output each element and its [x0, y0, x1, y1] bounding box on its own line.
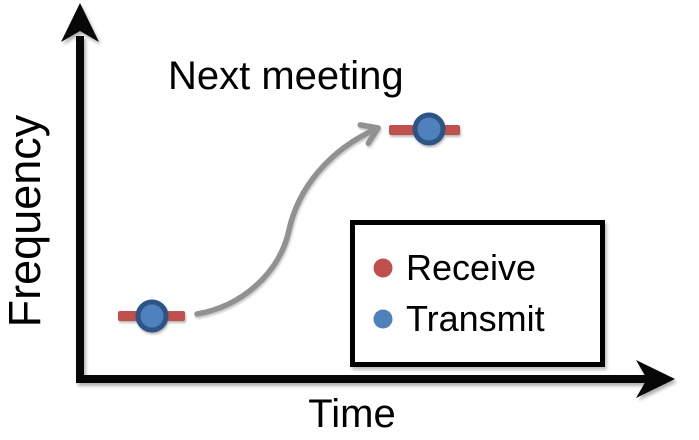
next-meeting-point	[389, 112, 460, 146]
current-meeting-point	[118, 299, 185, 333]
y-axis-label: Frequency	[0, 114, 50, 328]
y-axis-arrowhead-icon	[61, 3, 99, 42]
legend-item-receive: Receive	[373, 247, 600, 289]
transmit-dot-icon	[373, 309, 393, 329]
x-axis-label: Time	[308, 392, 396, 436]
transmit-marker-current	[135, 299, 169, 333]
legend-item-transmit: Transmit	[373, 298, 600, 340]
annotation-next-meeting: Next meeting	[168, 54, 404, 98]
x-axis-arrowhead-icon	[636, 360, 675, 398]
legend-label-transmit: Transmit	[406, 298, 545, 339]
receive-dot-icon	[373, 258, 393, 278]
axes	[61, 3, 675, 398]
hop-arrow-curve	[194, 122, 381, 317]
legend-label-receive: Receive	[406, 247, 537, 288]
legend-box: Receive Transmit	[350, 220, 605, 367]
transmit-marker-next	[412, 112, 446, 146]
hop-arrow	[194, 122, 381, 317]
